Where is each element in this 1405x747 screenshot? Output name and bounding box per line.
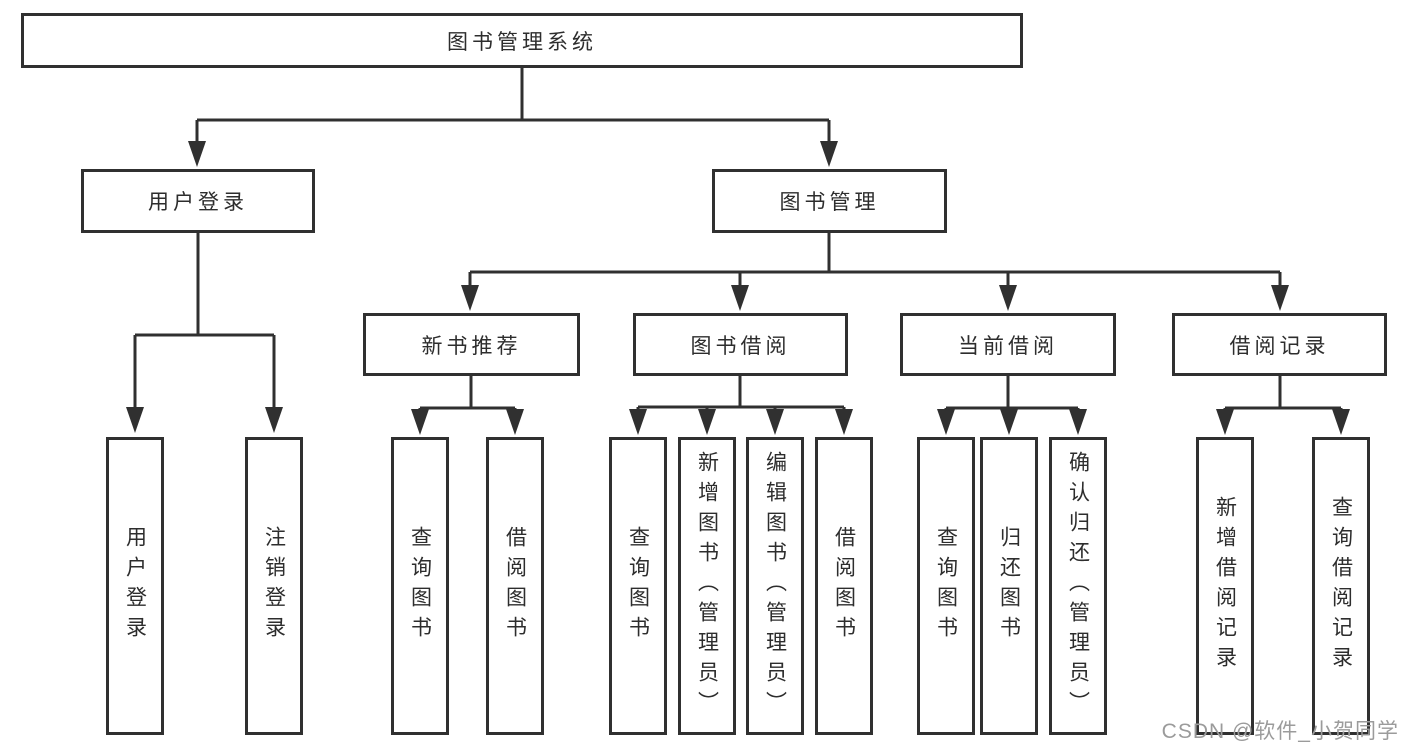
arrowheads xyxy=(126,141,1350,435)
arrow-down-icon xyxy=(1271,285,1289,311)
connector-book-mgmt-branch xyxy=(468,233,1282,289)
arrow-down-icon xyxy=(820,141,838,167)
leaf-borrow-books-recommend: 借阅图书 xyxy=(486,437,544,735)
connector-borrow-record-branch xyxy=(1223,376,1343,413)
node-book-management: 图书管理 xyxy=(712,169,947,233)
arrow-down-icon xyxy=(835,409,853,435)
node-current-borrow: 当前借阅 xyxy=(900,313,1116,376)
arrow-down-icon xyxy=(411,409,429,435)
leaf-user-login: 用户登录 xyxy=(106,437,164,735)
arrow-down-icon xyxy=(265,407,283,433)
leaf-edit-books-admin: 编辑图书（管理员） xyxy=(746,437,804,735)
connector-user-login-branch xyxy=(133,233,276,411)
leaf-query-borrow-record: 查询借阅记录 xyxy=(1312,437,1370,735)
arrow-down-icon xyxy=(188,141,206,167)
arrow-down-icon xyxy=(937,409,955,435)
arrow-down-icon xyxy=(766,409,784,435)
node-borrow-record: 借阅记录 xyxy=(1172,313,1387,376)
arrow-down-icon xyxy=(999,285,1017,311)
leaf-query-books-current: 查询图书 xyxy=(917,437,975,735)
arrow-down-icon xyxy=(1069,409,1087,435)
connector-book-borrow-branch xyxy=(636,376,846,413)
node-new-book-recommend: 新书推荐 xyxy=(363,313,580,376)
arrow-down-icon xyxy=(1332,409,1350,435)
connector-root xyxy=(195,68,831,145)
arrow-down-icon xyxy=(461,285,479,311)
node-root: 图书管理系统 xyxy=(21,13,1023,68)
leaf-add-books-admin: 新增图书（管理员） xyxy=(678,437,736,735)
arrow-down-icon xyxy=(629,409,647,435)
csdn-watermark: CSDN @软件_小贺同学 xyxy=(1161,720,1399,743)
arrow-down-icon xyxy=(1000,409,1018,435)
leaf-query-books-borrow: 查询图书 xyxy=(609,437,667,735)
leaf-logout: 注销登录 xyxy=(245,437,303,735)
leaf-query-books-recommend: 查询图书 xyxy=(391,437,449,735)
node-book-borrow: 图书借阅 xyxy=(633,313,848,376)
leaf-confirm-return-admin: 确认归还（管理员） xyxy=(1049,437,1107,735)
arrow-down-icon xyxy=(506,409,524,435)
leaf-add-borrow-record: 新增借阅记录 xyxy=(1196,437,1254,735)
arrow-down-icon xyxy=(698,409,716,435)
arrow-down-icon xyxy=(1216,409,1234,435)
arrow-down-icon xyxy=(731,285,749,311)
leaf-borrow-books: 借阅图书 xyxy=(815,437,873,735)
leaf-return-books: 归还图书 xyxy=(980,437,1038,735)
arrow-down-icon xyxy=(126,407,144,433)
connector-current-borrow-branch xyxy=(944,376,1080,413)
connector-new-book-branch xyxy=(418,376,517,413)
node-user-login: 用户登录 xyxy=(81,169,315,233)
